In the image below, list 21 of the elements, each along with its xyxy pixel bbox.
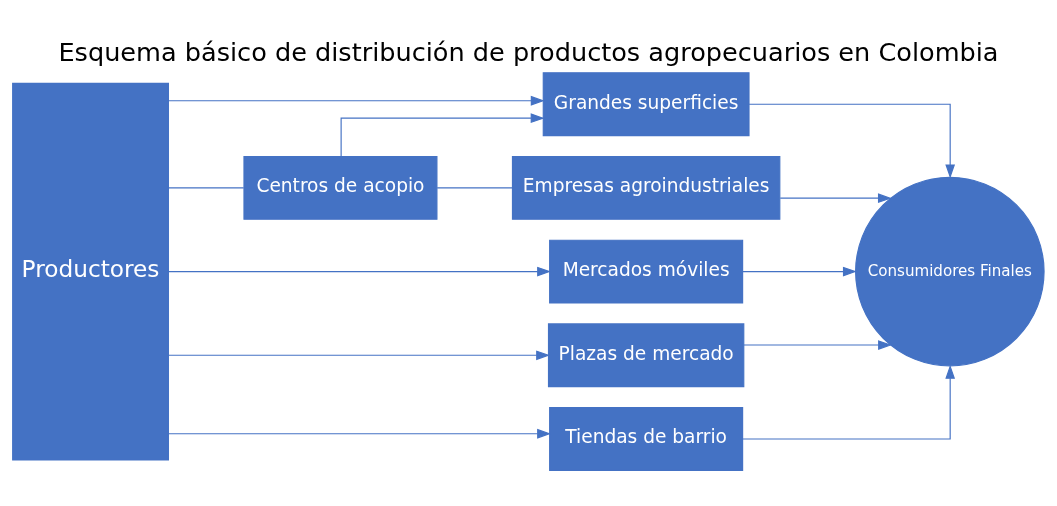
arrow (168, 266, 552, 277)
node-box: Centros de acopio (243, 155, 438, 220)
node-box: Empresas agroindustriales (511, 155, 781, 220)
node-box: Tiendas de barrio (549, 407, 744, 471)
node-box: Productores (12, 82, 169, 461)
arrow (168, 95, 545, 106)
node-box: Grandes superficies (542, 72, 750, 137)
arrow (742, 364, 956, 440)
arrow (168, 350, 551, 361)
arrow (168, 428, 552, 439)
diagram-title: Esquema básico de distribución de productos agropecuarios en Colombia (58, 36, 999, 67)
arrow (742, 266, 857, 277)
arrow (340, 113, 545, 157)
connector (168, 187, 245, 189)
node-circle: Consumidores Finales (855, 176, 1045, 367)
connector (436, 187, 513, 189)
node-box: Plazas de mercado (547, 323, 745, 388)
arrow (748, 103, 956, 179)
arrow (779, 193, 892, 204)
arrow (743, 340, 893, 350)
node-box: Mercados móviles (549, 239, 744, 304)
